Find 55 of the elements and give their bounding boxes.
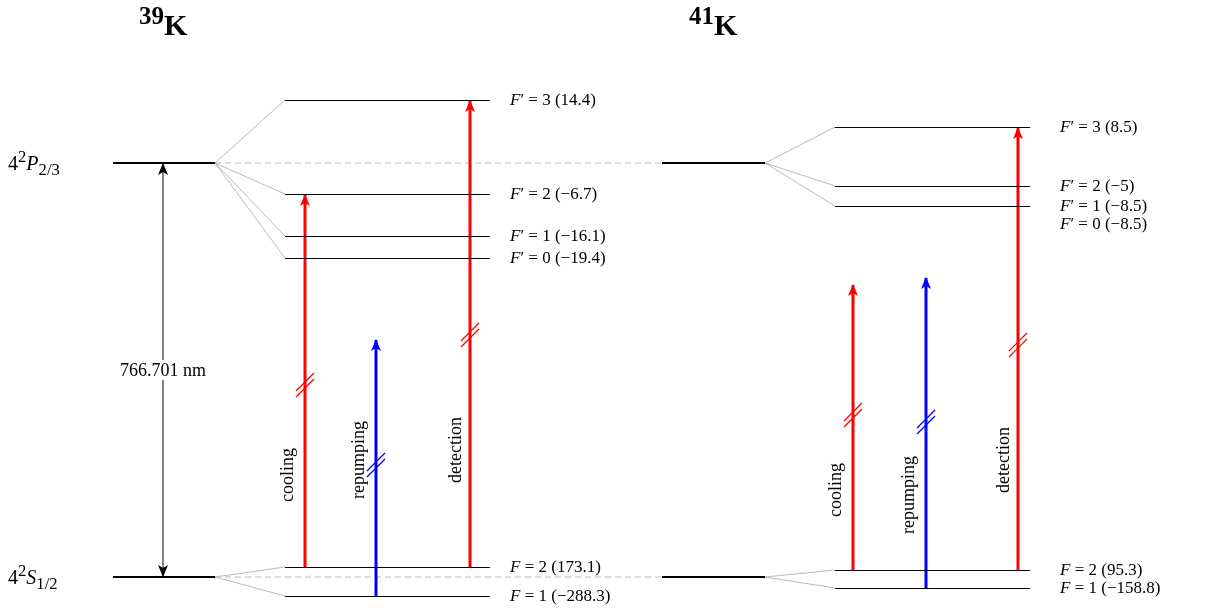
level-label: F′ = 0 (−19.4) (510, 249, 606, 267)
energy-level-line (835, 570, 1030, 571)
energy-level-line (835, 186, 1030, 187)
dashed-line (214, 576, 663, 578)
arrow (921, 277, 931, 588)
isotope-heading: $^{39}$K (139, 2, 188, 42)
edge-label: 766.701 nm (120, 360, 206, 380)
connector-line (764, 162, 836, 207)
energy-level-line (285, 567, 490, 568)
level-label: F′ = 1 (−16.1) (510, 227, 606, 245)
level-label: F′ = 2 (−5) (1060, 177, 1135, 195)
edge-label: detection (445, 417, 465, 483)
connector-line (214, 99, 286, 164)
energy-level-line (835, 127, 1030, 128)
arrow (465, 100, 475, 567)
edge-label: cooling (825, 463, 845, 517)
energy-level-line (662, 162, 765, 164)
level-label: 4$^{2}$P$_{2/3}$ (8, 145, 60, 181)
edge-label: repumping (348, 421, 368, 499)
energy-level-line (285, 194, 490, 195)
level-label: F = 2 (95.3) (1060, 561, 1143, 579)
edge-label: repumping (898, 456, 918, 534)
dashed-line (214, 162, 663, 164)
energy-level-line (835, 588, 1030, 589)
edge-label: detection (993, 427, 1013, 493)
energy-level-line (835, 206, 1030, 207)
energy-level-line (285, 236, 490, 237)
connector-line (764, 162, 836, 187)
level-label: 4$^{2}$S$_{1/2}$ (8, 559, 58, 595)
connector-line (764, 126, 836, 164)
arrow (300, 194, 310, 567)
double-arrow (158, 163, 168, 577)
connector-line (214, 162, 286, 259)
isotope-heading: $^{41}$K (689, 2, 738, 42)
level-label: F′ = 3 (8.5) (1060, 118, 1138, 136)
edge-label: cooling (277, 448, 297, 502)
energy-level-line (113, 162, 215, 164)
energy-level-line (285, 258, 490, 259)
level-label: F′ = 0 (−8.5) (1060, 215, 1148, 233)
level-label: F = 2 (173.1) (510, 558, 601, 576)
level-label: F = 1 (−288.3) (510, 587, 611, 605)
connector-line (214, 162, 286, 195)
connector-line (764, 569, 836, 578)
arrow (848, 284, 858, 570)
arrow (371, 339, 381, 596)
arrow (1013, 127, 1023, 570)
level-label: F′ = 1 (−8.5) (1060, 197, 1148, 215)
energy-level-line (285, 596, 490, 597)
level-label: F = 1 (−158.8) (1060, 579, 1161, 597)
energy-level-line (285, 100, 490, 101)
connector-line (764, 576, 836, 589)
energy-level-line (662, 576, 765, 578)
level-label: F′ = 3 (14.4) (510, 91, 597, 109)
energy-level-line (113, 576, 215, 578)
level-label: F′ = 2 (−6.7) (510, 185, 598, 203)
